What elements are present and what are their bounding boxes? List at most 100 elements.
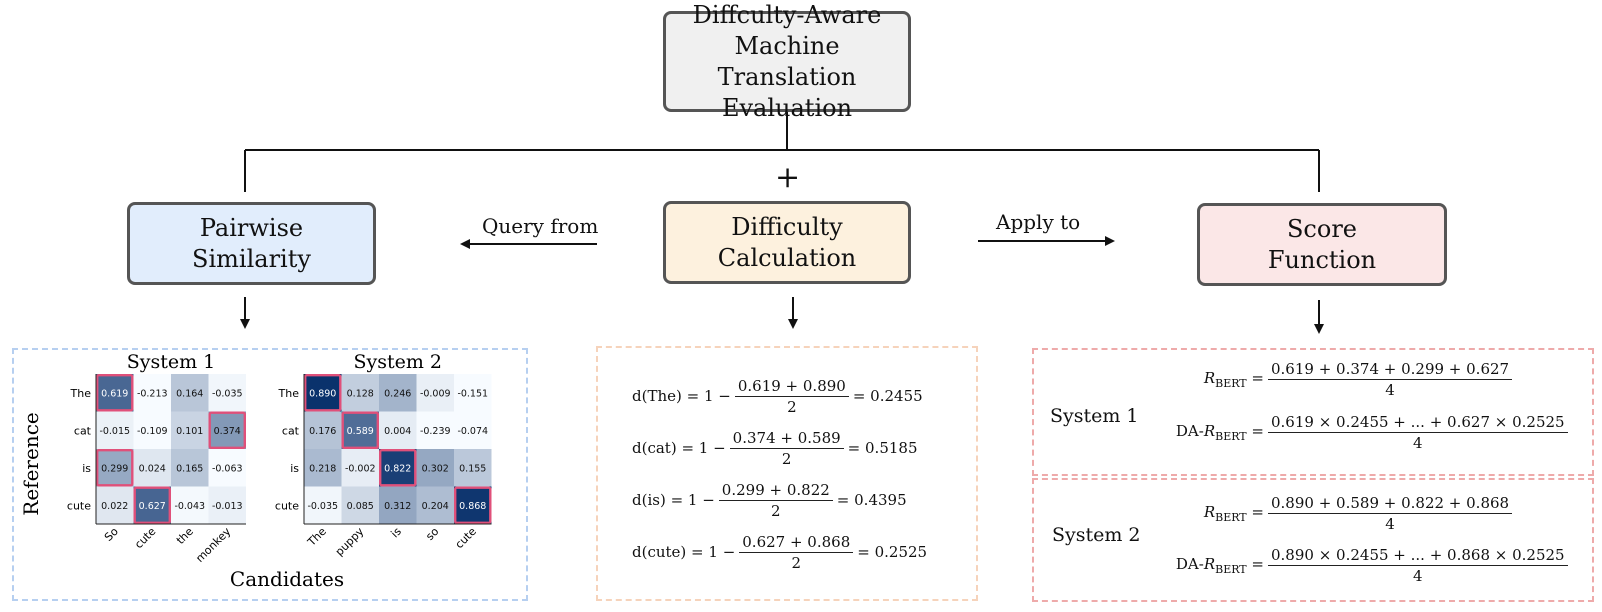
heatmap-cell xyxy=(416,411,454,449)
rbert-symbol: R xyxy=(1203,422,1216,440)
rbert-numerator: 0.890 + 0.589 + 0.822 + 0.868 xyxy=(1268,494,1513,514)
da-rbert-numerator: 0.890 × 0.2455 + ... + 0.868 × 0.2525 xyxy=(1268,546,1568,566)
difficulty-line-2: Calculation xyxy=(717,243,857,272)
heatmap-cell-value: -0.109 xyxy=(137,426,168,437)
heatmap-highlight xyxy=(379,448,417,487)
heatmap-highlight xyxy=(95,374,134,412)
heatmap-row-label: The xyxy=(278,387,300,400)
score-system-2-label: System 2 xyxy=(1052,524,1141,546)
heatmap-highlight xyxy=(208,411,246,449)
heatmap-cell xyxy=(304,486,342,524)
rbert-subscript: BERT xyxy=(1215,430,1247,443)
heatmap-highlight xyxy=(95,448,134,487)
heatmap-cell xyxy=(171,486,209,524)
heatmap-highlight xyxy=(133,486,171,524)
heatmap-cell xyxy=(133,486,171,524)
heatmap-cell xyxy=(96,374,134,412)
difficulty-line-1: Difficulty xyxy=(731,212,843,241)
score-system-1-label: System 1 xyxy=(1050,405,1139,427)
score-line-1: Score xyxy=(1286,214,1357,243)
da-rbert-denominator: 4 xyxy=(1413,434,1423,452)
rbert-subscript: BERT xyxy=(1215,511,1247,524)
heatmap-cell-value: -0.239 xyxy=(420,426,451,437)
heatmap-cell xyxy=(208,411,246,449)
query-from-label: Query from xyxy=(482,214,599,238)
eq-lhs: d(The) = 1 − xyxy=(632,387,731,405)
heatmap-col-label: the xyxy=(174,525,196,547)
eq-denominator: 2 xyxy=(787,397,797,416)
heatmap-row-label: cute xyxy=(67,499,91,512)
heatmap-cell xyxy=(341,486,379,524)
heatmap-cell xyxy=(379,411,417,449)
heatmap-cell xyxy=(96,486,134,524)
rbert-symbol: R xyxy=(1203,503,1216,521)
heatmap-cell xyxy=(96,449,134,487)
pairwise-similarity-box: Pairwise Similarity xyxy=(127,202,376,285)
rbert-lhs: RBERT = xyxy=(1203,503,1264,524)
heatmap-col-label: So xyxy=(102,525,121,544)
heatmap-cell-value: 0.176 xyxy=(309,426,336,437)
heatmap-cell-value: 0.246 xyxy=(384,388,411,399)
heatmap-row-label: cat xyxy=(282,424,300,437)
difficulty-calculation-box: Difficulty Calculation xyxy=(663,201,911,284)
rbert-denominator: 4 xyxy=(1385,515,1395,533)
score-function-box: Score Function xyxy=(1197,203,1447,286)
heatmap-cell xyxy=(341,411,379,449)
eq-numerator: 0.619 + 0.890 xyxy=(734,377,849,397)
heatmap-cell xyxy=(96,411,134,449)
heatmap-highlight xyxy=(304,374,342,412)
da-prefix: DA- xyxy=(1175,422,1204,440)
da-rbert-lhs: DA-RBERT = xyxy=(1175,422,1264,443)
heatmap-title: System 2 xyxy=(353,351,442,373)
heatmap-cell-value: 0.085 xyxy=(347,501,374,512)
difficulty-panel xyxy=(596,346,978,601)
heatmap-cell-value: -0.015 xyxy=(99,426,130,437)
eq-lhs: d(cat) = 1 − xyxy=(632,439,726,457)
heatmap-highlight xyxy=(454,486,492,524)
heatmap-cell-value: -0.035 xyxy=(212,388,243,399)
candidates-axis-label: Candidates xyxy=(230,567,344,591)
heatmap-cell xyxy=(379,449,417,487)
heatmap-row-label: is xyxy=(82,462,91,475)
top-box-line-2: Machine Translation xyxy=(717,31,857,91)
eq-rhs: = 0.4395 xyxy=(836,491,907,509)
heatmap-cell-value: 0.155 xyxy=(459,463,486,474)
eq-rhs: = 0.2455 xyxy=(852,387,923,405)
pairwise-panel xyxy=(12,348,528,601)
heatmap-cell xyxy=(133,411,171,449)
eq-rhs: = 0.2525 xyxy=(857,543,928,561)
heatmap-row-label: is xyxy=(290,462,299,475)
rbert-denominator: 4 xyxy=(1385,381,1395,399)
heatmap-cell-value: -0.063 xyxy=(212,463,243,474)
heatmap-cell-value: 0.822 xyxy=(384,463,411,474)
da-prefix: DA- xyxy=(1175,555,1204,573)
heatmap-cell xyxy=(454,411,492,449)
eq-rhs: = 0.5185 xyxy=(847,439,918,457)
eq-denominator: 2 xyxy=(771,501,781,520)
plus-sign: + xyxy=(775,160,801,195)
score-panel-system-1 xyxy=(1032,348,1594,476)
eq-numerator: 0.374 + 0.589 xyxy=(729,429,844,449)
heatmap-col-label: cute xyxy=(453,525,479,551)
heatmap-cell-value: 0.890 xyxy=(309,388,336,399)
heatmap-cell-value: -0.074 xyxy=(457,426,488,437)
heatmap-highlight xyxy=(341,411,380,449)
heatmap-cell-value: 0.299 xyxy=(101,463,128,474)
heatmap-cell xyxy=(379,486,417,524)
score-panel-system-2 xyxy=(1032,478,1594,602)
pairwise-line-1: Pairwise xyxy=(199,213,304,242)
heatmap-cell xyxy=(304,411,342,449)
heatmap-cell xyxy=(133,449,171,487)
